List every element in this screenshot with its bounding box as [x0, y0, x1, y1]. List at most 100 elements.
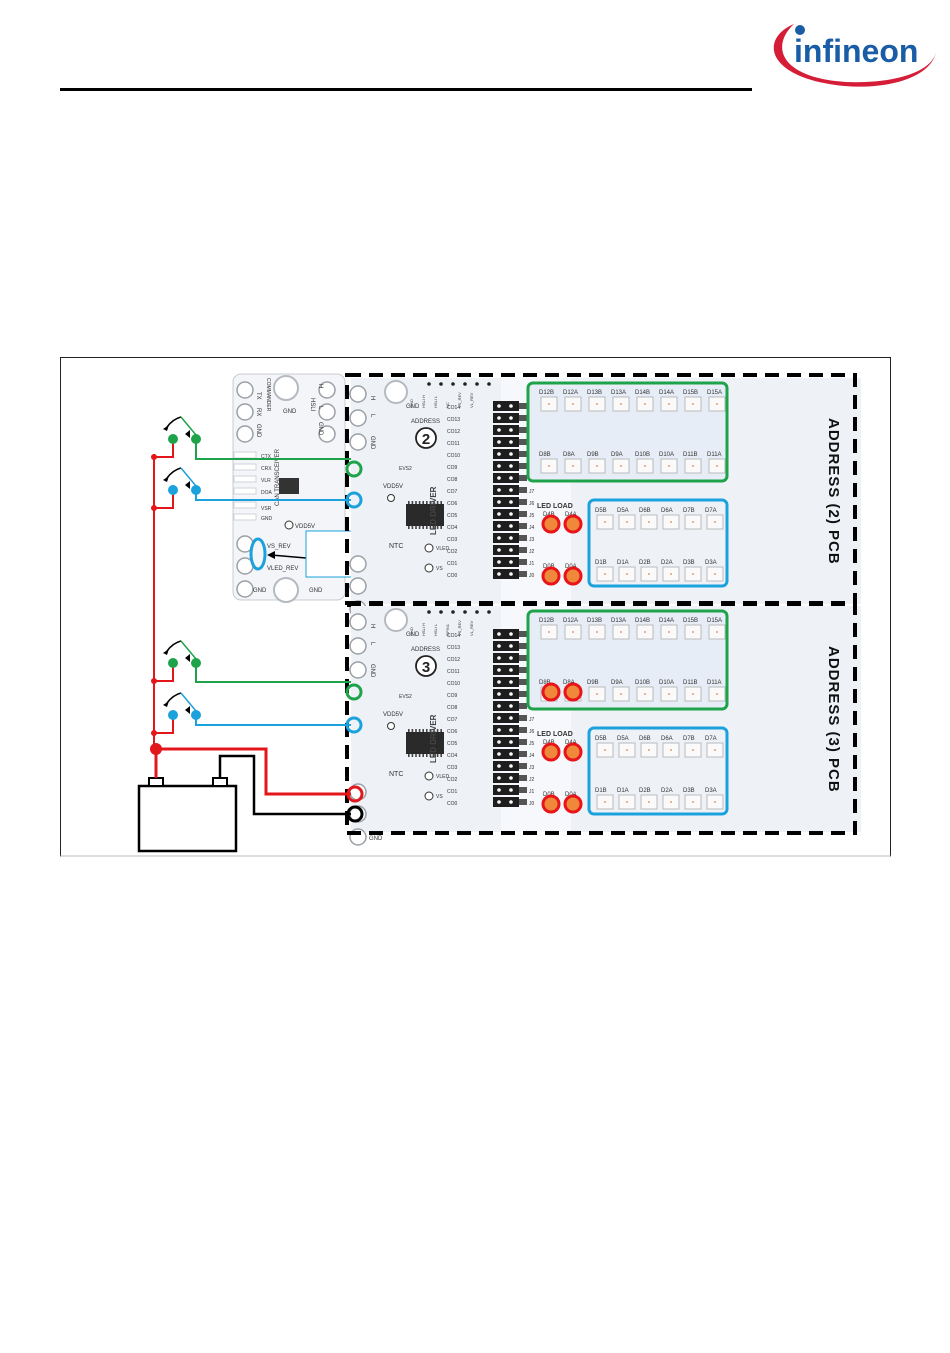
j-label: J0	[529, 573, 535, 579]
vled-testpoint	[424, 543, 434, 553]
header-pin	[509, 800, 513, 804]
led-dot	[626, 573, 628, 575]
header-pin	[497, 692, 501, 696]
channel-label: CO13	[447, 417, 460, 423]
channel-label: CO0	[447, 573, 458, 579]
header-pin	[497, 488, 501, 492]
jumper	[519, 667, 527, 673]
j-label: J7	[529, 717, 535, 723]
ic-pin	[429, 729, 432, 732]
wake-switch-green-3-lever	[166, 640, 182, 652]
jumper	[519, 451, 527, 457]
vled-testpoint	[424, 771, 434, 781]
header-block	[493, 665, 519, 675]
led-label: D1B	[595, 788, 607, 794]
pcb-pin-label: EVS2	[399, 694, 412, 700]
led-dot	[620, 693, 622, 695]
channel-label: CO6	[447, 501, 458, 507]
commander-pin-label: GND	[317, 422, 323, 436]
wake-switch-green-3-contact	[168, 658, 178, 668]
led-dot	[572, 465, 574, 467]
header-block	[493, 497, 519, 507]
header-pin	[509, 440, 513, 444]
commander-pad	[318, 403, 336, 421]
header-pin	[497, 776, 501, 780]
led-dot	[572, 403, 574, 405]
top-pin-dot	[475, 382, 479, 386]
channel-label: CO5	[447, 513, 458, 519]
led-driver-ic	[406, 732, 444, 754]
header-pin	[497, 464, 501, 468]
ic-pin	[440, 501, 442, 504]
pcb-dashed-border	[345, 601, 857, 835]
led-dot	[692, 573, 694, 575]
header-rule	[60, 88, 752, 91]
commander-pin-label: VSR	[261, 506, 272, 512]
header-block	[493, 533, 519, 543]
pcb-pin-label: L	[369, 642, 375, 646]
led-label: D11A	[707, 680, 722, 686]
j-label: J4	[529, 525, 535, 531]
header-pin	[509, 644, 513, 648]
jumper	[519, 763, 527, 769]
led-dot	[692, 693, 694, 695]
commander-pin-label: VDD5V	[295, 524, 315, 530]
led-label: D15A	[707, 390, 722, 396]
jumper	[519, 739, 527, 745]
led-driver-ic	[406, 504, 444, 526]
commander-pin-label: VS_REV	[267, 544, 291, 550]
led-dot	[692, 631, 694, 633]
j-label: J2	[529, 549, 535, 555]
commander-pad	[318, 425, 336, 443]
channel-label: CO14	[447, 405, 460, 411]
jumper	[519, 427, 527, 433]
led-dot	[716, 403, 718, 405]
led-label: D2A	[661, 788, 673, 794]
wake-switch-green-3-arrow	[185, 654, 190, 662]
top-pin-dot	[439, 610, 443, 614]
led-dot	[620, 465, 622, 467]
header-pin	[509, 764, 513, 768]
header-pin	[497, 536, 501, 540]
commander-pin-label: GND	[253, 588, 267, 594]
pcb-pin-label: GND	[369, 836, 383, 842]
header-pin	[509, 680, 513, 684]
led-dot	[692, 521, 694, 523]
led-label: D10B	[635, 452, 650, 458]
header-block	[493, 725, 519, 735]
ic-pin	[418, 729, 421, 732]
address-number: 3	[422, 659, 430, 676]
vdd5v-testpoint	[284, 520, 294, 530]
header-pin	[497, 428, 501, 432]
header-pin	[509, 704, 513, 708]
led-label: D12B	[539, 390, 554, 396]
wake-switch-green-2-arrow	[185, 430, 190, 438]
led-dot	[714, 749, 716, 751]
top-pin-label: VL_REV	[469, 392, 474, 408]
supply-branch	[154, 663, 174, 682]
top-pin-label: VS_REV	[457, 392, 462, 408]
led-dot	[604, 801, 606, 803]
header-pin	[509, 716, 513, 720]
jumper	[519, 547, 527, 553]
top-pin-label: HSLI L	[433, 395, 438, 408]
header-pin	[509, 548, 513, 552]
channel-label: CO2	[447, 549, 458, 555]
header-block	[493, 557, 519, 567]
jumper	[519, 631, 527, 637]
led-dot	[620, 403, 622, 405]
jumper	[519, 643, 527, 649]
led-dot	[626, 801, 628, 803]
commander-pin-label: RX	[255, 408, 261, 416]
channel-label: CO1	[447, 789, 458, 795]
led-dot	[716, 465, 718, 467]
led-label: D1A	[617, 788, 629, 794]
commander-pin-label: DOA	[261, 490, 273, 496]
pcb-pin-label: H	[369, 624, 375, 628]
jumper	[519, 403, 527, 409]
wake-switch-green-3-arrow	[163, 649, 169, 655]
commander-pin-label: H	[317, 384, 323, 388]
led-label: D9A	[611, 680, 623, 686]
led-dot	[604, 573, 606, 575]
